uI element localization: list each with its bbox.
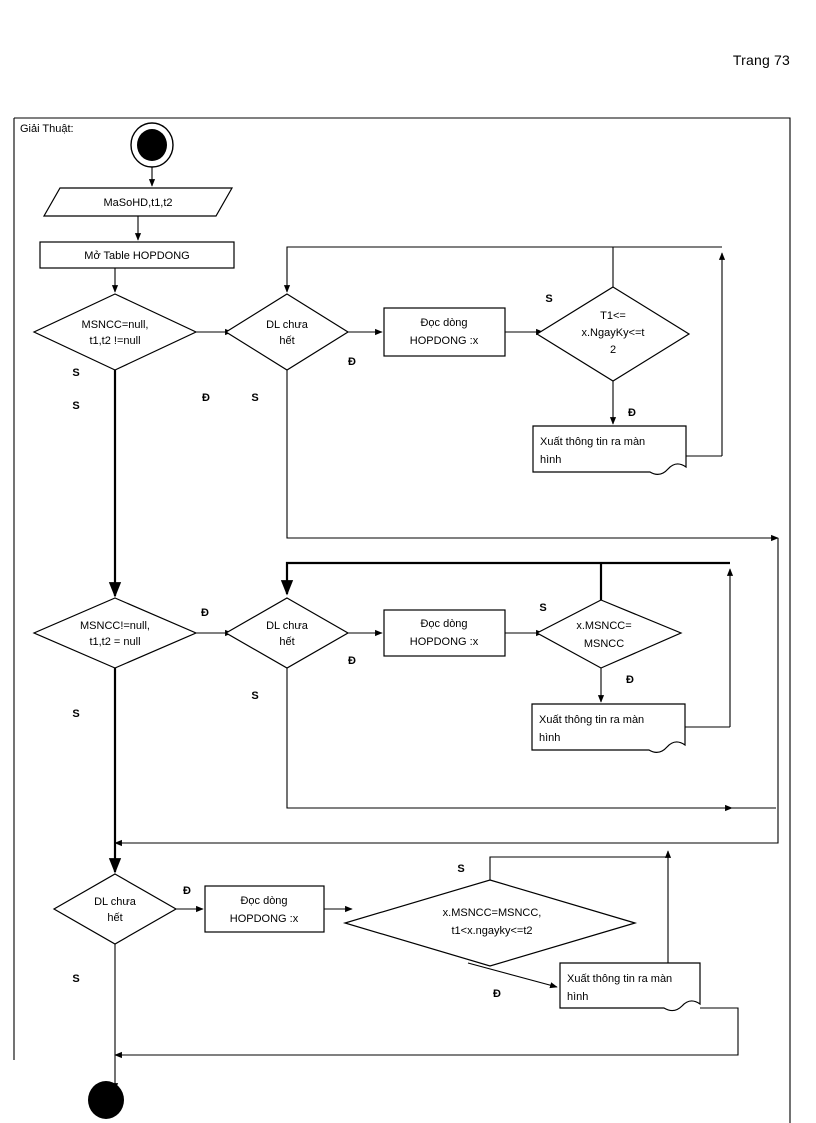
diagram-frame: [13, 117, 791, 1123]
node-open-table-label: Mở Table HOPDONG: [84, 250, 189, 262]
edge-label-cond2-true: Đ: [201, 607, 209, 619]
edge-label-check3-false: S: [457, 863, 464, 875]
node-loop2-label-1: DL chưa: [266, 620, 309, 632]
node-loop3-label-2: hết: [107, 912, 122, 924]
edge-bus-to-loop3: [114, 538, 779, 847]
node-read3: Đọc dòng HOPDONG :x: [204, 885, 325, 933]
edge-label-check2-true: Đ: [626, 674, 634, 686]
node-read3-label-1: Đọc dòng: [240, 895, 287, 907]
edge-label-loop1-true: Đ: [348, 356, 356, 368]
node-cond1-label-1: MSNCC=null,: [82, 319, 149, 331]
edge-label-loop1-false: S: [251, 392, 258, 404]
node-cond2-label-2: t1,t2 = null: [89, 636, 140, 648]
edge-check3-false-stub: [489, 856, 668, 880]
node-output1-label-2: hình: [540, 454, 561, 466]
diagram-caption: Giải Thuật:: [20, 123, 74, 135]
edge-label-cond1-true: Đ: [202, 392, 210, 404]
edge-check3-true: [467, 962, 558, 989]
page-number-header: Trang 73: [732, 52, 790, 68]
node-cond1-label-2: t1,t2 !=null: [89, 335, 140, 347]
node-check3-label-2: t1<x.ngayky<=t2: [451, 925, 532, 937]
edge-label-cond1-false-b: S: [72, 400, 79, 412]
node-read2-label-1: Đọc dòng: [420, 618, 467, 630]
edge-output3-return: [114, 1007, 739, 1059]
node-check3-label-1: x.MSNCC=MSNCC,: [443, 907, 542, 919]
node-check1-label-2: x.NgayKy<=t: [582, 327, 645, 339]
node-loop2: DL chưa hết: [224, 597, 350, 669]
edge-loop2-false: [286, 668, 733, 812]
node-cond1: MSNCC=null, t1,t2 !=null: [32, 293, 198, 371]
node-loop1-label-1: DL chưa: [266, 319, 309, 331]
node-input-masohd: MaSoHD,t1,t2: [42, 187, 234, 217]
node-cond2: MSNCC!=null, t1,t2 = null: [32, 597, 198, 669]
node-read2: Đọc dòng HOPDONG :x: [383, 609, 506, 657]
node-open-table: Mở Table HOPDONG: [39, 241, 235, 269]
node-loop3-label-1: DL chưa: [94, 896, 137, 908]
node-check1-label-3: 2: [610, 344, 616, 356]
edge-loop1-false: [286, 370, 779, 542]
node-output2: Xuất thông tin ra màn hình: [531, 703, 686, 753]
node-output1-label-1: Xuất thông tin ra màn: [540, 436, 645, 448]
node-output3: Xuất thông tin ra màn hình: [559, 962, 701, 1012]
node-check2-label-2: MSNCC: [584, 638, 624, 650]
node-check1: T1<= x.NgayKy<=t 2: [535, 286, 691, 382]
node-loop3: DL chưa hết: [52, 873, 178, 945]
node-output3-label-1: Xuất thông tin ra màn: [567, 973, 672, 985]
node-check2: x.MSNCC= MSNCC: [535, 599, 683, 669]
node-cond2-label-1: MSNCC!=null,: [80, 620, 150, 632]
edge-check1-false-return: [283, 246, 722, 293]
edge-check2-false-return: [280, 561, 730, 596]
node-check3: x.MSNCC=MSNCC, t1<x.ngayky<=t2: [342, 879, 638, 967]
edge-label-cond1-false-a: S: [72, 367, 79, 379]
node-output3-label-2: hình: [567, 991, 588, 1003]
node-read1-label-2: HOPDONG :x: [410, 335, 479, 347]
edge-label-check2-false: S: [539, 602, 546, 614]
node-read2-label-2: HOPDONG :x: [410, 636, 479, 648]
node-output2-label-1: Xuất thông tin ra màn: [539, 714, 644, 726]
node-read1-label-1: Đọc dòng: [420, 317, 467, 329]
node-loop2-label-2: hết: [279, 636, 294, 648]
end-node: [88, 1081, 124, 1119]
node-output1: Xuất thông tin ra màn hình: [532, 425, 687, 475]
node-read3-label-2: HOPDONG :x: [230, 913, 299, 925]
node-check2-label-1: x.MSNCC=: [576, 620, 631, 632]
edge-label-loop2-false: S: [251, 690, 258, 702]
edge-label-cond2-false: S: [72, 708, 79, 720]
node-check1-label-1: T1<=: [600, 310, 626, 322]
edge-label-loop2-true: Đ: [348, 655, 356, 667]
edge-label-check1-true: Đ: [628, 407, 636, 419]
node-loop1: DL chưa hết: [224, 293, 350, 371]
edge-label-loop3-false: S: [72, 973, 79, 985]
node-input-label: MaSoHD,t1,t2: [103, 197, 172, 209]
node-output2-label-2: hình: [539, 732, 560, 744]
edge-label-check3-true: Đ: [493, 988, 501, 1000]
node-loop1-label-2: hết: [279, 335, 294, 347]
edge-label-check1-false: S: [545, 293, 552, 305]
edge-label-loop3-true: Đ: [183, 885, 191, 897]
start-node: [130, 122, 174, 168]
node-read1: Đọc dòng HOPDONG :x: [383, 307, 506, 357]
